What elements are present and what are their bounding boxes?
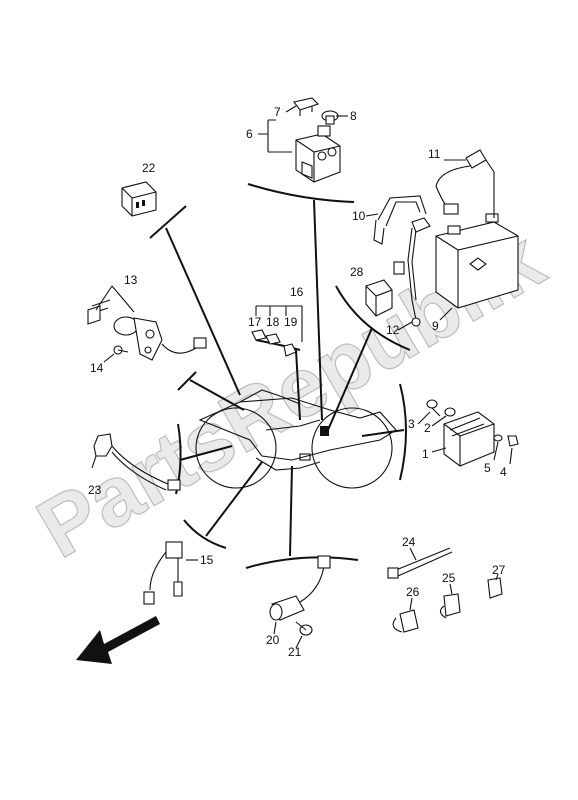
label-4: 4 xyxy=(500,465,507,479)
bolt-14 xyxy=(113,345,129,355)
label-10: 10 xyxy=(352,209,366,223)
ground-lead-12 xyxy=(393,217,431,331)
sensor-23 xyxy=(91,433,181,491)
label-28: 28 xyxy=(350,265,364,279)
washer-5 xyxy=(493,434,503,442)
leader-5 xyxy=(493,441,499,461)
label-23: 23 xyxy=(88,483,102,497)
cable-tie-24 xyxy=(387,547,453,579)
motorcycle-frame xyxy=(195,389,397,489)
sensor-20 xyxy=(269,555,331,621)
leader-4 xyxy=(509,447,513,465)
bolt-21 xyxy=(295,621,313,636)
label-2: 2 xyxy=(424,421,431,435)
switch-13 xyxy=(87,299,207,361)
label-6: 6 xyxy=(246,127,253,141)
bolt-3 xyxy=(426,399,441,417)
leader-24 xyxy=(409,547,417,561)
label-15: 15 xyxy=(200,553,214,567)
leader-6 xyxy=(258,119,292,153)
leader-26 xyxy=(409,597,413,611)
leader-lines xyxy=(149,183,411,569)
label-21: 21 xyxy=(288,645,302,659)
part-labels: 1 2 3 4 5 6 7 8 9 10 11 12 13 14 15 16 1… xyxy=(88,105,507,659)
lead-11 xyxy=(435,149,495,218)
label-26: 26 xyxy=(406,585,420,599)
leader-25 xyxy=(449,583,453,595)
leader-20 xyxy=(273,621,277,635)
label-22: 22 xyxy=(142,161,156,175)
leader-7 xyxy=(285,105,297,113)
leader-16 xyxy=(255,305,303,342)
battery-9 xyxy=(435,213,519,309)
label-5: 5 xyxy=(484,461,491,475)
clip-17 xyxy=(251,329,267,341)
label-19: 19 xyxy=(284,315,298,329)
battery-band-10 xyxy=(365,195,427,245)
label-1: 1 xyxy=(422,447,429,461)
label-14: 14 xyxy=(90,361,104,375)
clamp-27 xyxy=(487,577,503,599)
label-25: 25 xyxy=(442,571,456,585)
leader-2 xyxy=(431,415,447,427)
leader-27 xyxy=(495,573,499,581)
label-11: 11 xyxy=(428,147,441,161)
label-24: 24 xyxy=(402,535,416,549)
clamp-26 xyxy=(392,609,419,633)
label-18: 18 xyxy=(266,315,280,329)
clip-18 xyxy=(265,333,281,345)
label-12: 12 xyxy=(386,323,400,337)
label-9: 9 xyxy=(432,319,439,333)
starter-relay-6 xyxy=(295,125,341,183)
clamp-25 xyxy=(439,593,461,619)
leader-13 xyxy=(95,285,135,313)
label-8: 8 xyxy=(350,109,357,123)
label-16: 16 xyxy=(290,285,304,299)
cap-8 xyxy=(321,110,339,125)
label-17: 17 xyxy=(248,315,262,329)
label-7: 7 xyxy=(274,105,281,119)
relay-22 xyxy=(121,181,157,217)
arrow-icon xyxy=(76,616,160,664)
label-13: 13 xyxy=(124,273,138,287)
clip-19 xyxy=(283,343,297,357)
label-20: 20 xyxy=(266,633,280,647)
flasher-28 xyxy=(365,279,393,317)
sensor-15 xyxy=(143,541,198,605)
leader-9 xyxy=(439,307,453,321)
leader-21 xyxy=(295,635,303,649)
leader-14 xyxy=(103,353,115,363)
label-27: 27 xyxy=(492,563,506,577)
washer-2 xyxy=(444,407,456,417)
nut-4 xyxy=(507,435,519,447)
rectifier-1 xyxy=(443,411,495,467)
leader-1 xyxy=(431,447,447,453)
leader-3 xyxy=(417,411,431,425)
label-3: 3 xyxy=(408,417,415,431)
fuse-7 xyxy=(293,97,320,116)
